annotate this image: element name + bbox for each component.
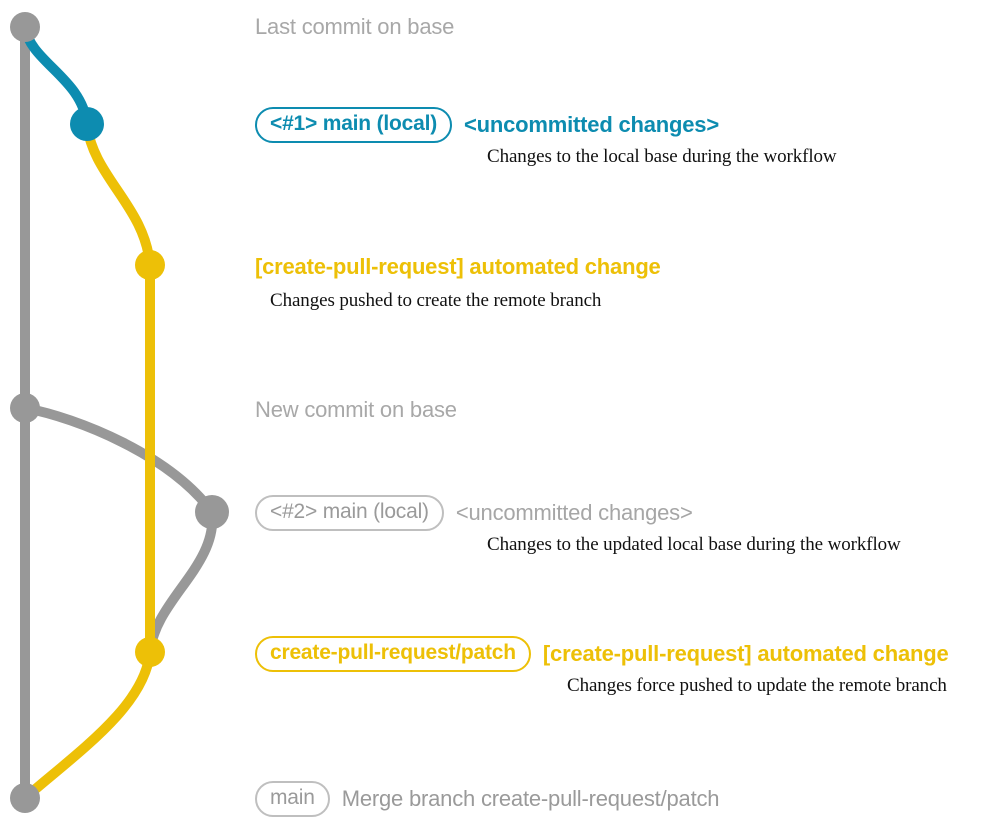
commit-node-base-new — [10, 393, 40, 423]
ref-badge-main-local-1[interactable]: <#1> main (local) — [255, 107, 453, 143]
commit-row-local-uncommitted-1: <#1> main (local) <uncommitted changes> — [255, 107, 719, 143]
commit-subject-local-uncommitted-2: <uncommitted changes> — [455, 499, 693, 525]
commit-nodes — [10, 12, 229, 813]
edge-patch2-to-merge — [20, 647, 155, 803]
commit-subject-merge-commit: Merge branch create-pull-request/patch — [341, 785, 720, 811]
commit-node-patch-1 — [135, 250, 165, 280]
commit-note-automated-change-1: Changes pushed to create the remote bran… — [270, 290, 602, 311]
commit-subject-new-commit-on-base: New commit on base — [255, 397, 457, 422]
edge-local1-to-patch1 — [82, 119, 155, 270]
commit-note-local-uncommitted-1: Changes to the local base during the wor… — [487, 146, 837, 167]
ref-badge-main-local-2[interactable]: <#2> main (local) — [255, 495, 444, 531]
commit-note-local-uncommitted-2: Changes to the updated local base during… — [487, 534, 901, 555]
ref-badge-create-pull-request-patch[interactable]: create-pull-request/patch — [255, 636, 531, 672]
commit-node-patch-2 — [135, 637, 165, 667]
commit-row-local-uncommitted-2: <#2> main (local) <uncommitted changes> — [255, 495, 693, 531]
commit-node-local-1 — [70, 107, 104, 141]
commit-node-base-last — [10, 12, 40, 42]
commit-subject-local-uncommitted-1: <uncommitted changes> — [464, 111, 719, 137]
edge-basenew-to-local2 — [20, 403, 217, 517]
commit-row-automated-change-2: create-pull-request/patch [create-pull-r… — [255, 636, 949, 672]
commit-subject-automated-change-1: [create-pull-request] automated change — [255, 254, 661, 279]
commit-subject-last-commit-on-base: Last commit on base — [255, 14, 455, 39]
commit-row-automated-change-1: [create-pull-request] automated change — [255, 254, 661, 280]
commit-node-merge — [10, 783, 40, 813]
commit-node-local-2 — [195, 495, 229, 529]
ref-badge-main[interactable]: main — [255, 781, 330, 817]
commit-row-merge-commit: main Merge branch create-pull-request/pa… — [255, 781, 720, 817]
commit-note-automated-change-2: Changes force pushed to update the remot… — [567, 675, 947, 696]
commit-subject-automated-change-2: [create-pull-request] automated change — [542, 640, 949, 666]
